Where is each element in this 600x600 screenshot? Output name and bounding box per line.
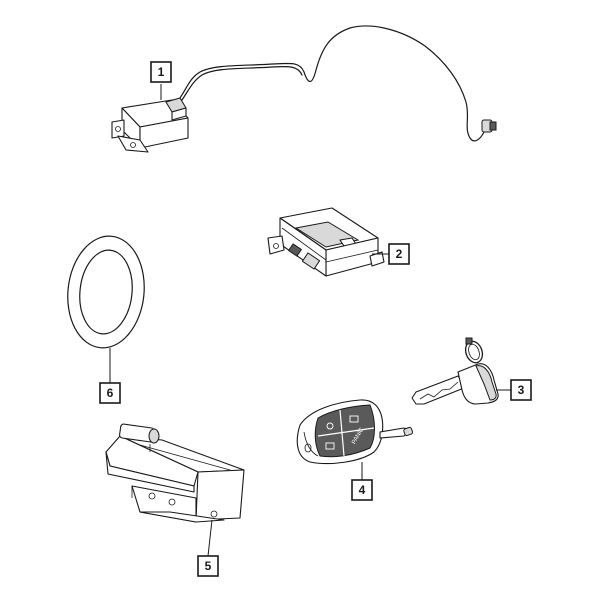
lock-icon [326,422,334,430]
callout-6: 6 [99,382,121,404]
svg-text:5: 5 [205,559,212,573]
control-module [267,207,385,277]
callout-1: 1 [150,61,172,83]
ignition-bracket [105,423,245,523]
antenna-wire-harness [179,25,497,142]
trunk-icon [349,415,359,423]
unlock-icon [325,442,335,450]
svg-text:6: 6 [107,386,114,400]
key-fob: PANIC [296,399,414,465]
antenna-module [111,25,497,153]
callout-5: 5 [197,555,219,577]
svg-text:4: 4 [359,483,366,497]
callout-3: 3 [510,379,532,401]
callout-2: 2 [388,243,410,265]
svg-text:3: 3 [518,383,525,397]
svg-text:1: 1 [158,65,165,79]
ring-gasket [67,235,145,349]
callout-4: 4 [351,479,373,501]
svg-text:2: 2 [396,247,403,261]
mechanical-key [411,337,499,405]
